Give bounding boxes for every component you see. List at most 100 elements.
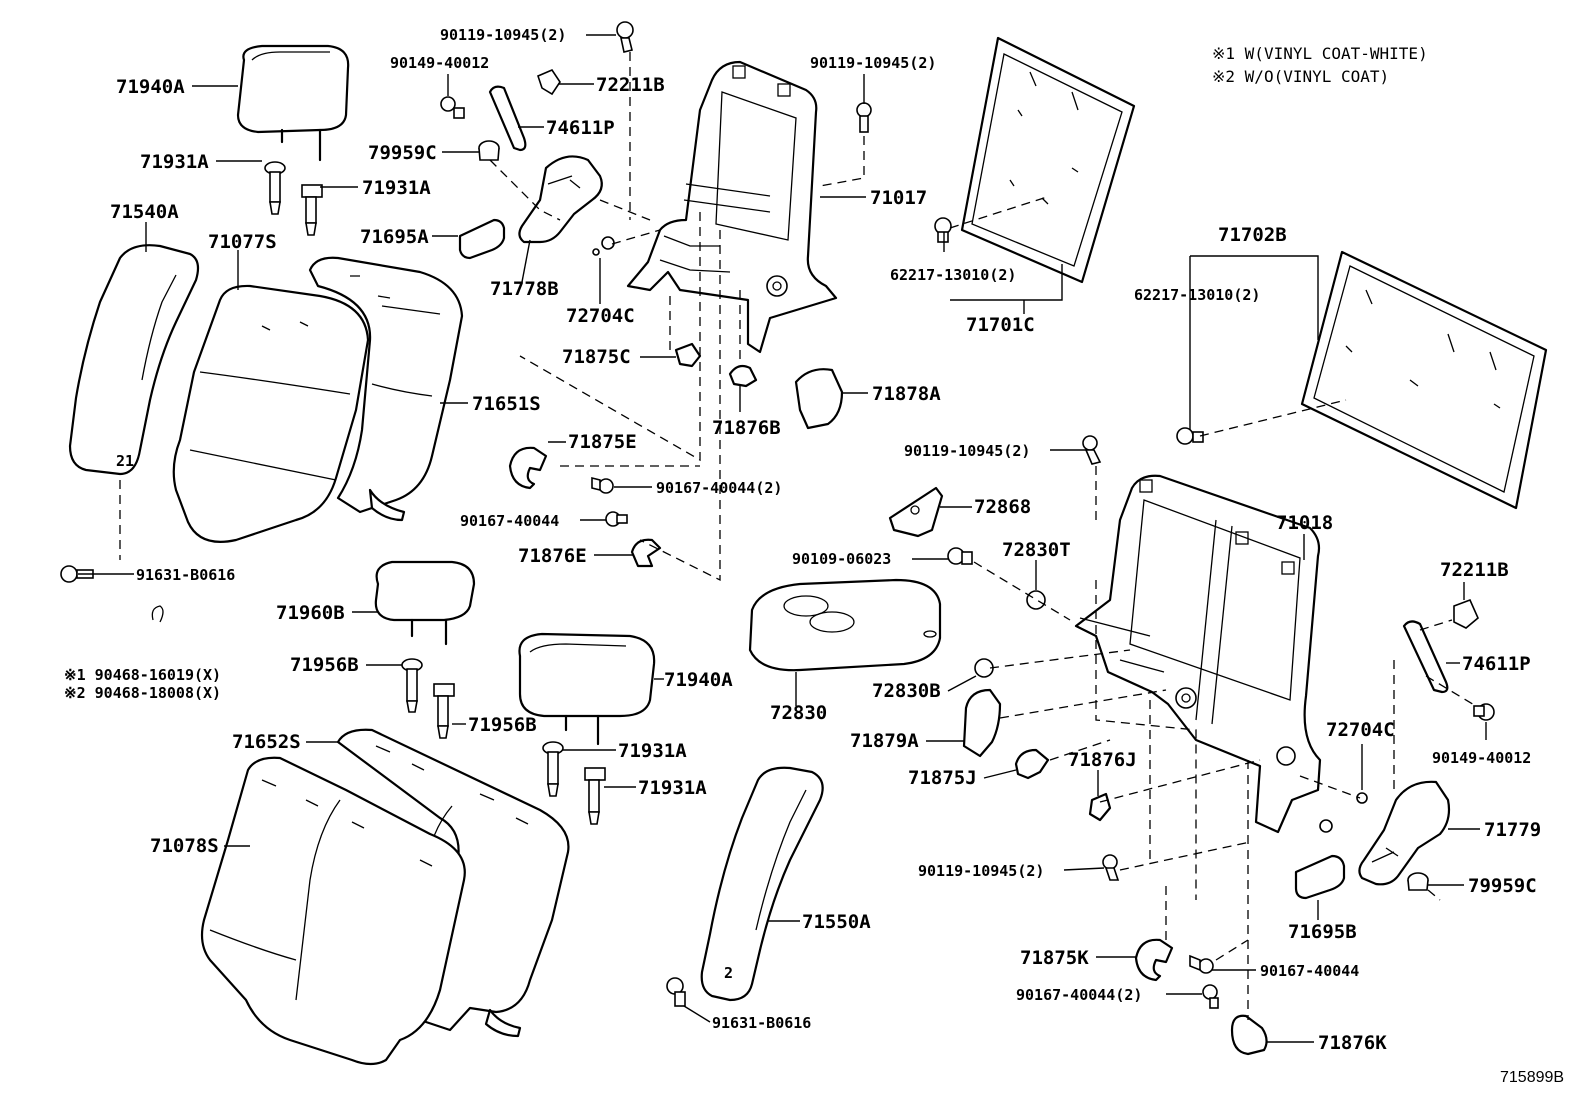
clip-90468	[151, 605, 164, 623]
label-79959c-left: 79959C	[368, 142, 437, 164]
label-90109-06023: 90109-06023	[792, 550, 891, 568]
label-71651s: 71651S	[472, 393, 541, 415]
clip-71876j	[1088, 792, 1112, 822]
support-71931a-pin-4	[584, 767, 606, 825]
label-71956b-1: 71956B	[290, 654, 359, 676]
bolt-90109-06023	[947, 547, 973, 565]
label-71695b: 71695B	[1288, 921, 1357, 943]
label-90119-10945-lower: 90119-10945(2)	[918, 862, 1044, 880]
label-71875k: 71875K	[1020, 947, 1089, 969]
headrest-71940a-top	[236, 44, 350, 162]
clip-62217-13010-left	[934, 217, 952, 243]
label-72211b-right: 72211B	[1440, 559, 1509, 581]
cover-74611p-right	[1402, 620, 1449, 694]
seatback-cover-71077s	[172, 284, 370, 543]
label-71540a: 71540A	[110, 201, 179, 223]
label-71875j: 71875J	[908, 767, 977, 789]
headrest-71940a-middle	[518, 632, 656, 746]
cover-71695b	[1294, 854, 1346, 900]
clip-72211b-left	[537, 69, 561, 96]
label-71940a-middle: 71940A	[664, 669, 733, 691]
bushing-72704c-left	[592, 236, 615, 256]
cap-79959c-right	[1407, 872, 1429, 891]
label-71878a: 71878A	[872, 383, 941, 405]
clip-71876e	[630, 538, 662, 568]
label-71931a-4: 71931A	[638, 777, 707, 799]
label-71960b: 71960B	[276, 602, 345, 624]
label-90167-40044-center: 90167-40044(2)	[656, 479, 782, 497]
label-71550a: 71550A	[802, 911, 871, 933]
label-90119-10945-top: 90119-10945(2)	[440, 26, 566, 44]
side-cushion-71540a: 21	[68, 244, 200, 476]
leader-lines	[78, 34, 1487, 1043]
label-71779: 71779	[1484, 819, 1541, 841]
screw-90167-40044-lower	[1202, 984, 1219, 1009]
label-90119-10945-right: 90119-10945(2)	[904, 442, 1030, 460]
bolt-90119-10945-lower	[1102, 854, 1120, 881]
cover-71878a	[794, 368, 844, 430]
label-71879a: 71879A	[850, 730, 919, 752]
screw-90167-40044-center	[591, 476, 614, 494]
label-71876e: 71876E	[518, 545, 587, 567]
label-74611p-right: 74611P	[1462, 653, 1531, 675]
note-without-vinyl-coat: ※2 W/O(VINYL COAT)	[1212, 67, 1389, 86]
seatback-frame-71018	[1074, 474, 1322, 834]
label-62217-13010-right: 62217-13010(2)	[1134, 286, 1260, 304]
label-72830t: 72830T	[1002, 539, 1071, 561]
label-71017: 71017	[870, 187, 927, 209]
label-90149-40012-right: 90149-40012	[1432, 749, 1531, 767]
label-71931a-2: 71931A	[362, 177, 431, 199]
support-71956b-pin-2	[433, 683, 455, 739]
clip-71876k	[1230, 1014, 1268, 1056]
label-74611p-left: 74611P	[546, 117, 615, 139]
bolt-90119-10945-upper-right	[856, 102, 872, 133]
hinge-cover-71779	[1358, 780, 1451, 886]
label-71931a-1: 71931A	[140, 151, 209, 173]
hinge-cover-71778b	[518, 155, 603, 244]
support-71931a-pin-1	[264, 161, 286, 215]
label-90167-40044-lower: 90167-40044(2)	[1016, 986, 1142, 1004]
bolt-90119-10945-right	[1082, 435, 1102, 465]
label-71695a: 71695A	[360, 226, 429, 248]
headrest-71960b	[374, 560, 476, 646]
partition-board-71701c	[960, 36, 1136, 284]
support-71931a-pin-3	[542, 741, 564, 797]
svg-text:21: 21	[116, 452, 134, 470]
label-71956b-2: 71956B	[468, 714, 537, 736]
label-71652s: 71652S	[232, 731, 301, 753]
clip-71875j	[1014, 748, 1050, 780]
seatback-frame-71017	[626, 60, 838, 354]
label-71078s: 71078S	[150, 835, 219, 857]
bolt-90149-40012-left	[440, 96, 465, 119]
screw-90167-40044-left	[605, 511, 628, 527]
bolt-90149-40012-right	[1473, 703, 1495, 721]
label-71701c: 71701C	[966, 314, 1035, 336]
label-71931a-3: 71931A	[618, 740, 687, 762]
label-71876b: 71876B	[712, 417, 781, 439]
clip-71875k	[1134, 938, 1174, 982]
label-71876j: 71876J	[1068, 749, 1137, 771]
support-71956b-pin-1	[401, 658, 423, 713]
note-vinyl-coat-white: ※1 W(VINYL COAT-WHITE)	[1212, 44, 1428, 63]
armrest-72830	[748, 578, 942, 672]
cap-79959c-left	[478, 140, 500, 161]
assembly-dashed-lines	[119, 52, 1477, 1020]
label-90468-18008: ※2 90468-18008(X)	[64, 684, 221, 702]
support-71931a-pin-2	[301, 184, 323, 236]
partition-board-71702b	[1300, 250, 1548, 510]
label-72830: 72830	[770, 702, 827, 724]
label-79959c-right: 79959C	[1468, 875, 1537, 897]
label-72211b-left: 72211B	[596, 74, 665, 96]
label-71875e: 71875E	[568, 431, 637, 453]
svg-text:2: 2	[724, 964, 733, 982]
label-71876k: 71876K	[1318, 1032, 1387, 1054]
label-90468-16019: ※1 90468-16019(X)	[64, 666, 221, 684]
label-62217-13010-left: 62217-13010(2)	[890, 266, 1016, 284]
cover-74611p-left	[488, 85, 527, 152]
label-91631-b0616-center: 91631-B0616	[712, 1014, 811, 1032]
hinge-cover-71879a	[962, 688, 1002, 758]
label-71875c: 71875C	[562, 346, 631, 368]
label-91631-b0616-left: 91631-B0616	[136, 566, 235, 584]
label-90149-40012-left: 90149-40012	[390, 54, 489, 72]
